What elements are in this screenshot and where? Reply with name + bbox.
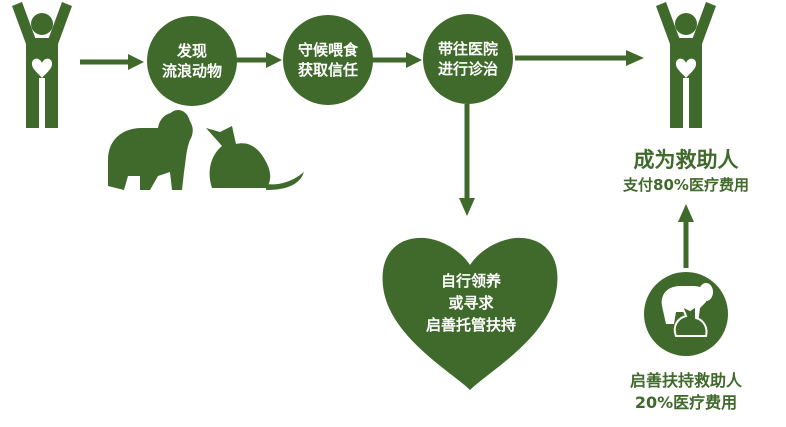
outcome-fund-title: 启善扶持救助人 xyxy=(629,371,742,390)
heart-line2: 或寻求 xyxy=(448,294,494,312)
start-person-icon xyxy=(12,2,72,128)
arrow-step3-to-end xyxy=(515,50,644,66)
step-hospital-circle: 带往医院 进行诊治 xyxy=(423,14,513,104)
step-feed-line1: 守候喂食 xyxy=(297,41,358,59)
dog-cat-circle-icon xyxy=(661,283,713,337)
heart-text: 自行领养 或寻求 启善托管扶持 xyxy=(396,270,546,336)
step-discover-circle: 发现 流浪动物 xyxy=(147,16,237,106)
heart-line3: 启善托管扶持 xyxy=(425,316,516,334)
arrow-step3-to-heart xyxy=(459,104,475,216)
arrow-step2-to-step3 xyxy=(372,52,422,68)
outcome-rescuer-detail: 支付80%医疗费用 xyxy=(623,176,749,194)
arrow-rescuer-to-end xyxy=(678,204,694,268)
step-discover-line1: 发现 xyxy=(176,42,207,60)
arrow-step1-to-step2 xyxy=(235,52,282,68)
heart-shape xyxy=(382,237,558,390)
outcome-fund-detail: 20%医疗费用 xyxy=(634,393,738,412)
outcome-rescuer-title: 成为救助人 xyxy=(633,148,739,172)
step-feed-line2: 获取信任 xyxy=(297,61,358,79)
outcome-fund-caption: 启善扶持救助人 20%医疗费用 xyxy=(596,370,776,414)
dog-cat-silhouette-icon xyxy=(108,110,304,190)
end-person-icon xyxy=(656,2,716,128)
arrow-start-to-step1 xyxy=(80,54,144,70)
rescuer-circle xyxy=(644,272,728,356)
step-hospital-line1: 带往医院 xyxy=(437,40,498,58)
outcome-rescuer-caption: 成为救助人 支付80%医疗费用 xyxy=(596,146,776,196)
step-discover-line2: 流浪动物 xyxy=(161,62,222,80)
step-feed-circle: 守候喂食 获取信任 xyxy=(283,15,373,105)
step-hospital-line2: 进行诊治 xyxy=(437,60,498,78)
heart-line1: 自行领养 xyxy=(440,272,501,290)
